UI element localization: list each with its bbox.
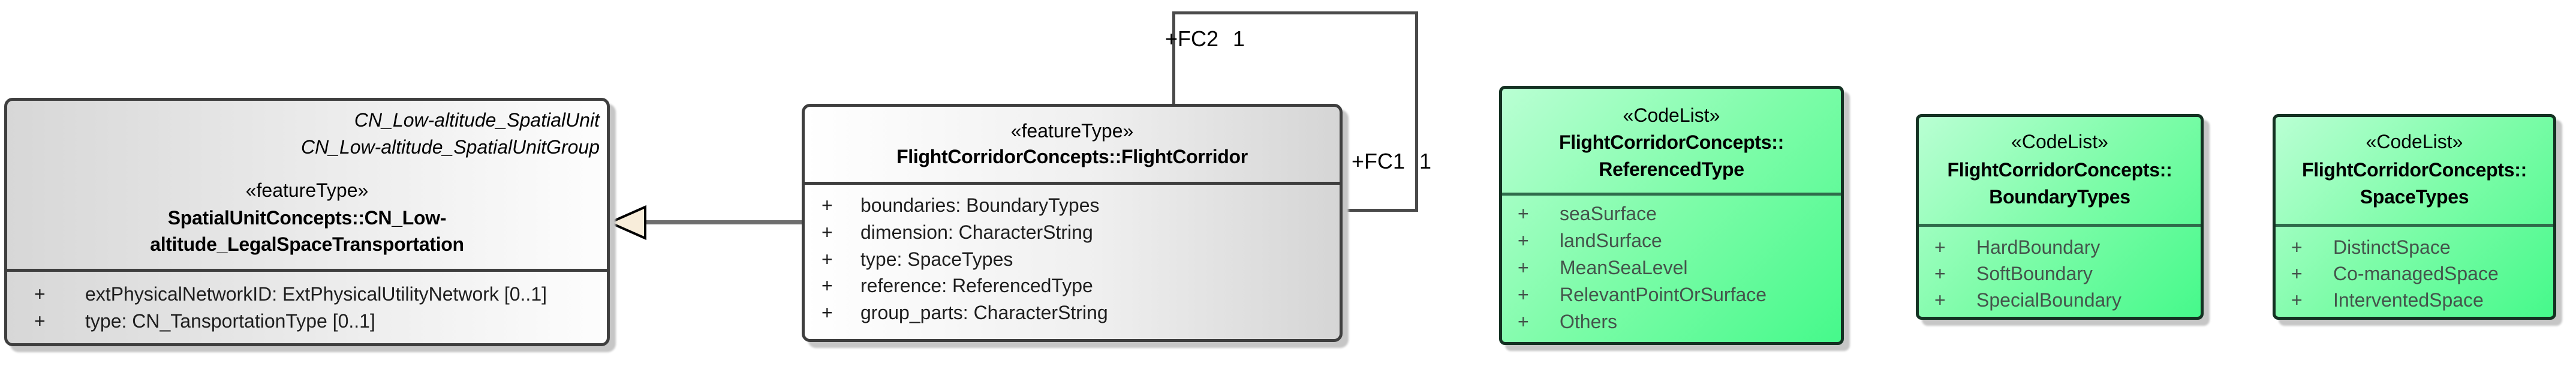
literal-text: Others xyxy=(1560,311,1618,332)
class-note: CN_Low-altitude_SpatialUnit xyxy=(354,109,600,131)
class-note: CN_Low-altitude_SpatialUnitGroup xyxy=(300,136,600,158)
visibility-plus: + xyxy=(2291,263,2303,284)
attribute-row: + dimension: CharacterString xyxy=(805,219,1340,246)
attribute-text: group_parts: CharacterString xyxy=(860,302,1108,323)
literal-text: seaSurface xyxy=(1560,203,1657,224)
stereotype-label: «featureType» xyxy=(245,179,369,201)
compartment-separator xyxy=(2276,224,2553,227)
attribute-text: extPhysicalNetworkID: ExtPhysicalUtility… xyxy=(85,283,547,305)
compartment-separator xyxy=(7,269,607,272)
codelist-box-space-types[interactable]: «CodeList» FlightCorridorConcepts:: Spac… xyxy=(2273,114,2556,320)
visibility-plus: + xyxy=(821,194,833,216)
visibility-plus: + xyxy=(34,310,46,332)
literal-text: InterventedSpace xyxy=(2333,289,2484,311)
attribute-row: + type: CN_TansportationType [0..1] xyxy=(7,308,607,335)
literal-text: DistinctSpace xyxy=(2333,236,2451,258)
self-association-right-segment[interactable] xyxy=(1415,11,1418,212)
visibility-plus: + xyxy=(2291,289,2303,311)
self-association-return-segment[interactable] xyxy=(1343,209,1418,212)
visibility-plus: + xyxy=(1934,263,1946,284)
class-name: FlightCorridorConcepts:: xyxy=(2302,159,2527,181)
visibility-plus: + xyxy=(1934,289,1946,311)
enum-literal-row: + seaSurface xyxy=(1502,200,1841,227)
enum-literal-row: + InterventedSpace xyxy=(2276,287,2553,314)
enum-literal-row: + MeanSeaLevel xyxy=(1502,254,1841,281)
visibility-plus: + xyxy=(821,221,833,243)
literal-text: HardBoundary xyxy=(1976,236,2100,258)
visibility-plus: + xyxy=(1518,203,1529,224)
literal-text: MeanSeaLevel xyxy=(1560,257,1688,278)
attribute-row: + boundaries: BoundaryTypes xyxy=(805,192,1340,219)
attribute-row: + type: SpaceTypes xyxy=(805,246,1340,273)
stereotype-label: «CodeList» xyxy=(2011,131,2108,152)
visibility-plus: + xyxy=(2291,236,2303,258)
class-box-flight-corridor[interactable]: «featureType» FlightCorridorConcepts::Fl… xyxy=(802,104,1343,342)
class-name: BoundaryTypes xyxy=(1989,186,2130,208)
attribute-text: dimension: CharacterString xyxy=(860,221,1093,243)
visibility-plus: + xyxy=(821,248,833,270)
generalization-edge[interactable] xyxy=(643,220,802,224)
enum-literal-row: + SpecialBoundary xyxy=(1919,287,2201,314)
enum-literal-row: + HardBoundary xyxy=(1919,234,2201,261)
enum-literal-row: + SoftBoundary xyxy=(1919,260,2201,287)
attribute-row: + extPhysicalNetworkID: ExtPhysicalUtilit… xyxy=(7,281,607,308)
literal-text: landSurface xyxy=(1560,230,1662,251)
enum-literal-row: + Co-managedSpace xyxy=(2276,260,2553,287)
self-association-left-segment[interactable] xyxy=(1172,11,1175,105)
literal-text: RelevantPointOrSurface xyxy=(1560,284,1767,305)
stereotype-label: «featureType» xyxy=(1010,120,1134,142)
attribute-text: reference: ReferencedType xyxy=(860,275,1093,296)
class-name: SpaceTypes xyxy=(2360,186,2469,208)
visibility-plus: + xyxy=(1518,311,1529,332)
visibility-plus: + xyxy=(1518,230,1529,251)
enum-literal-row: + Others xyxy=(1502,308,1841,335)
attribute-text: type: CN_TansportationType [0..1] xyxy=(85,310,375,332)
class-name: ReferencedType xyxy=(1599,158,1744,180)
role-label-fc1: +FC1 1 xyxy=(1352,149,1432,173)
stereotype-label: «CodeList» xyxy=(2366,131,2463,152)
attribute-row: + reference: ReferencedType xyxy=(805,272,1340,299)
literal-text: Co-managedSpace xyxy=(2333,263,2499,284)
codelist-box-referenced-type[interactable]: «CodeList» FlightCorridorConcepts:: Refe… xyxy=(1499,86,1844,345)
class-box-spatial-unit-transportation[interactable]: CN_Low-altitude_SpatialUnit CN_Low-altit… xyxy=(4,98,610,346)
enum-literal-row: + DistinctSpace xyxy=(2276,234,2553,261)
attribute-text: type: SpaceTypes xyxy=(860,248,1013,270)
visibility-plus: + xyxy=(1518,257,1529,278)
codelist-box-boundary-types[interactable]: «CodeList» FlightCorridorConcepts:: Boun… xyxy=(1916,114,2204,320)
visibility-plus: + xyxy=(821,302,833,323)
visibility-plus: + xyxy=(1934,236,1946,258)
compartment-separator xyxy=(805,182,1340,185)
class-name: SpatialUnitConcepts::CN_Low- xyxy=(167,207,447,229)
self-association-top-segment[interactable] xyxy=(1172,11,1418,14)
attribute-text: boundaries: BoundaryTypes xyxy=(860,194,1100,216)
class-name: FlightCorridorConcepts:: xyxy=(1947,159,2172,181)
compartment-separator xyxy=(1502,193,1841,196)
enum-literal-row: + RelevantPointOrSurface xyxy=(1502,281,1841,308)
class-name: altitude_LegalSpaceTransportation xyxy=(150,233,464,255)
compartment-separator xyxy=(1919,224,2201,227)
visibility-plus: + xyxy=(821,275,833,296)
enum-literal-row: + landSurface xyxy=(1502,227,1841,254)
class-name: FlightCorridorConcepts:: xyxy=(1559,131,1784,153)
attribute-row: + group_parts: CharacterString xyxy=(805,299,1340,326)
stereotype-label: «CodeList» xyxy=(1623,104,1720,126)
role-label-fc2: +FC2 1 xyxy=(1165,26,1245,51)
generalization-arrowhead-icon[interactable] xyxy=(607,204,649,241)
visibility-plus: + xyxy=(1518,284,1529,305)
literal-text: SoftBoundary xyxy=(1976,263,2093,284)
literal-text: SpecialBoundary xyxy=(1976,289,2121,311)
visibility-plus: + xyxy=(34,283,46,305)
class-name: FlightCorridorConcepts::FlightCorridor xyxy=(896,146,1248,167)
